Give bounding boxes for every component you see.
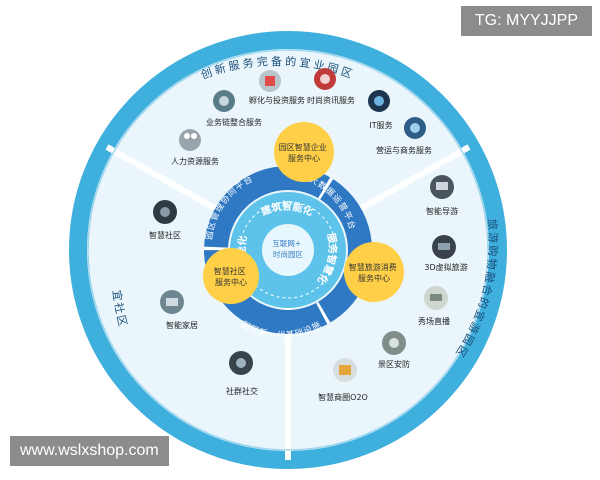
- service-show-live-label: 秀场直播: [418, 316, 450, 326]
- service-security[interactable]: 景区安防: [378, 331, 410, 369]
- service-security-label: 景区安防: [378, 359, 410, 369]
- service-biz-chain[interactable]: 业务链整合服务: [206, 90, 262, 127]
- watermark-top: TG: MYYJJPP: [460, 6, 592, 36]
- svg-text:建筑智能化: 建筑智能化: [258, 200, 315, 219]
- service-fashion-info-label: 时尚资讯服务: [307, 95, 355, 105]
- service-operations[interactable]: 营运与商务服务: [376, 117, 432, 155]
- service-smart-home[interactable]: 智能家居: [160, 290, 198, 330]
- service-incubation-label: 孵化与投资服务: [249, 95, 305, 105]
- svg-text:园区智慧企业 服务中心: 园区智慧企业 服务中心: [279, 142, 330, 163]
- service-fashion-info[interactable]: 时尚资讯服务: [307, 68, 355, 105]
- service-hr[interactable]: 人力资源服务: [171, 129, 219, 166]
- hub-tourism[interactable]: 智慧旅游消费 服务中心: [344, 242, 404, 302]
- service-operations-label: 营运与商务服务: [376, 145, 432, 155]
- service-o2o[interactable]: 智慧商圈O2O: [318, 358, 368, 402]
- service-smart-community[interactable]: 智慧社区: [149, 200, 181, 240]
- service-biz-chain-label: 业务链整合服务: [206, 117, 262, 127]
- core-center: [262, 224, 314, 276]
- service-smart-home-label: 智能家居: [166, 320, 198, 330]
- service-hr-label: 人力资源服务: [171, 156, 219, 166]
- service-it[interactable]: IT服务: [368, 90, 393, 130]
- core-center-label: 互联网+ 时尚园区: [272, 239, 303, 259]
- outer-panel-edge: [87, 49, 489, 451]
- service-smart-guide[interactable]: 智能导游: [426, 175, 458, 216]
- service-it-label: IT服务: [369, 120, 392, 130]
- service-smart-community-label: 智慧社区: [149, 230, 181, 240]
- watermark-bottom: www.wslxshop.com: [10, 436, 169, 466]
- service-social[interactable]: 社群社交: [226, 351, 258, 396]
- service-social-label: 社群社交: [226, 386, 258, 396]
- service-vr-tour[interactable]: 3D虚拟旅游: [424, 235, 468, 272]
- service-o2o-label: 智慧商圈O2O: [318, 392, 368, 402]
- hub-enterprise[interactable]: 园区智慧企业 服务中心: [274, 122, 334, 182]
- service-show-live[interactable]: 秀场直播: [418, 286, 450, 326]
- service-vr-tour-label: 3D虚拟旅游: [424, 262, 467, 272]
- service-smart-guide-label: 智能导游: [426, 206, 458, 216]
- core-building-label: 建筑智能化: [258, 200, 315, 219]
- service-incubation[interactable]: 孵化与投资服务: [249, 70, 305, 105]
- svg-text:智慧旅游消费 服务中心: 智慧旅游消费 服务中心: [349, 262, 400, 283]
- hub-community[interactable]: 智慧社区 服务中心: [203, 248, 259, 304]
- svg-text:智慧社区 服务中心: 智慧社区 服务中心: [214, 266, 249, 287]
